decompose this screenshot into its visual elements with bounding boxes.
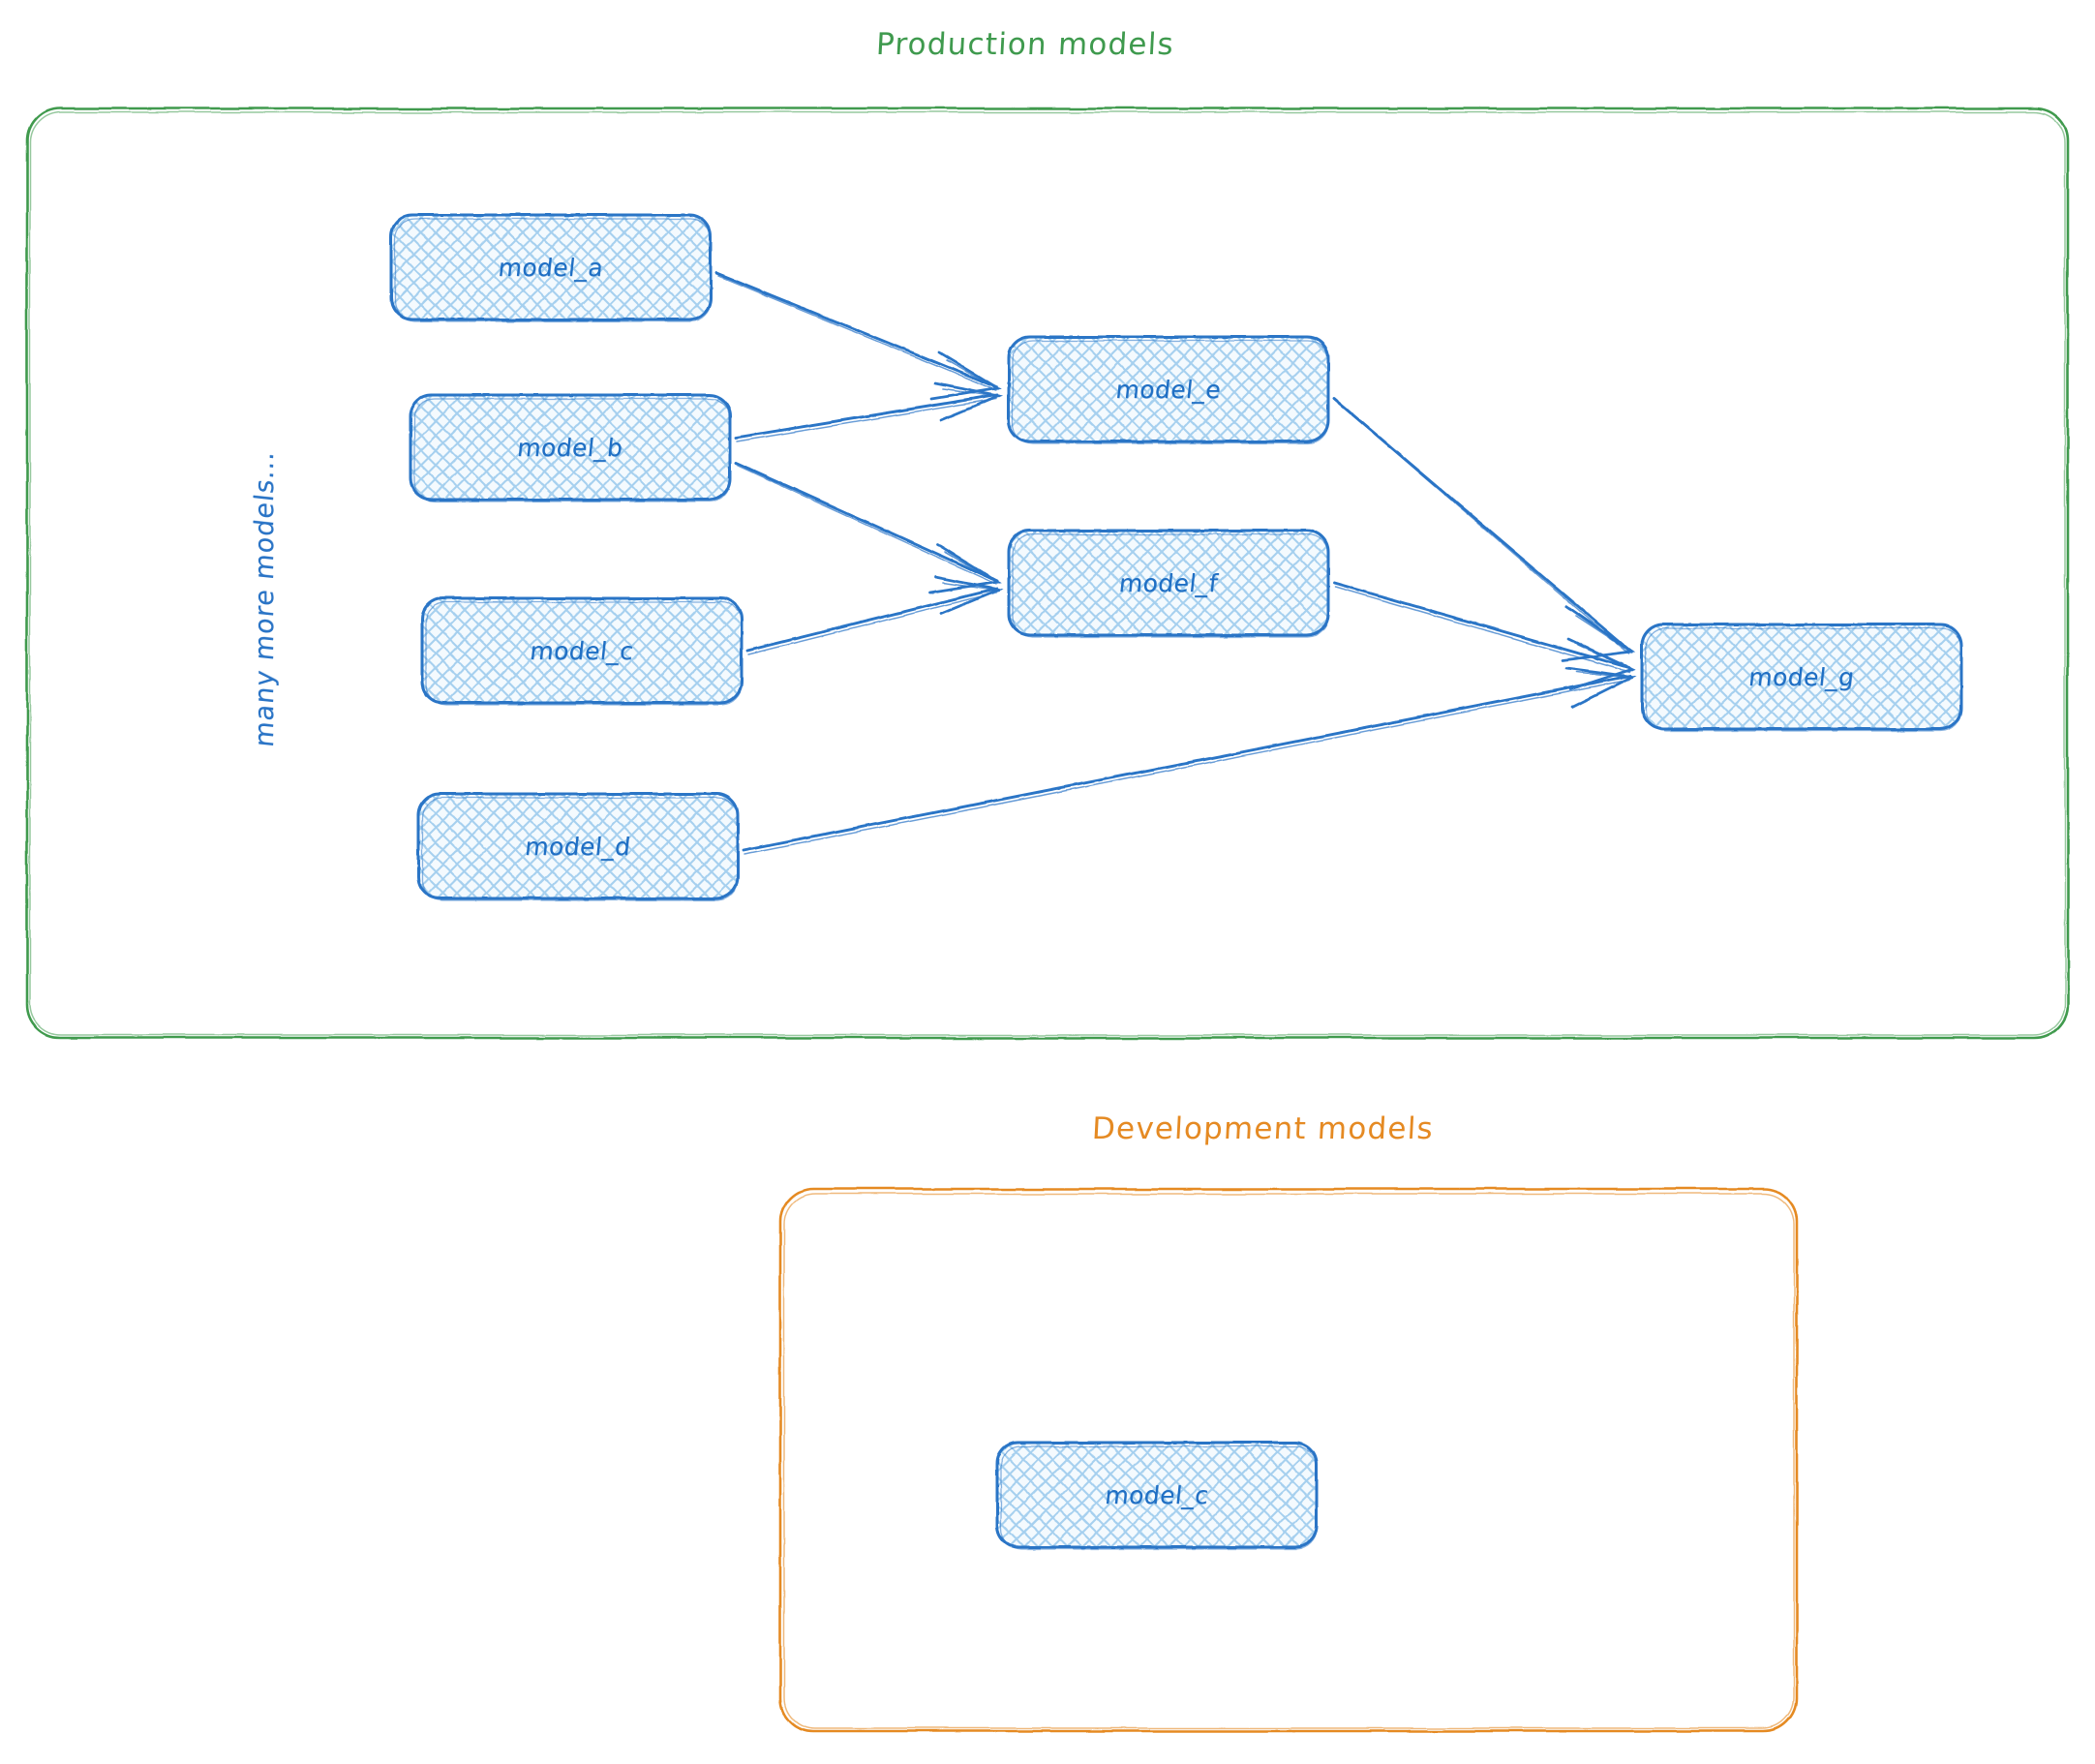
nodes-layer xyxy=(389,213,1963,1550)
group-container-production xyxy=(25,106,2070,1040)
edges-layer xyxy=(714,271,1637,855)
edge-model-b-to-model-f xyxy=(734,461,1002,594)
node-model-b[interactable] xyxy=(409,393,732,502)
edge-model-a-to-model-e xyxy=(714,271,1002,401)
edge-model-e-to-model-g xyxy=(1332,397,1636,662)
node-model-g[interactable] xyxy=(1640,623,1963,732)
development-group-title: Development models xyxy=(1091,1111,1435,1146)
many-more-models-annotation: many more models... xyxy=(250,449,280,749)
group-container-development xyxy=(778,1187,1799,1733)
node-model-c[interactable] xyxy=(420,596,744,706)
development-boundary-sketch-2 xyxy=(783,1193,1795,1729)
production-boundary-sketch-2 xyxy=(29,111,2066,1036)
node-model-d[interactable] xyxy=(416,792,740,901)
production-boundary xyxy=(25,106,2070,1040)
node-model-f[interactable] xyxy=(1007,529,1330,638)
edge-model-b-to-model-e xyxy=(734,381,1004,442)
production-group-title: Production models xyxy=(875,27,1175,62)
node-model-c-dev[interactable] xyxy=(995,1441,1319,1550)
edge-model-c-to-model-f xyxy=(745,575,1004,655)
development-boundary xyxy=(778,1187,1799,1733)
node-model-a[interactable] xyxy=(389,213,713,322)
edge-model-d-to-model-g xyxy=(742,666,1637,855)
node-model-e[interactable] xyxy=(1007,335,1330,444)
